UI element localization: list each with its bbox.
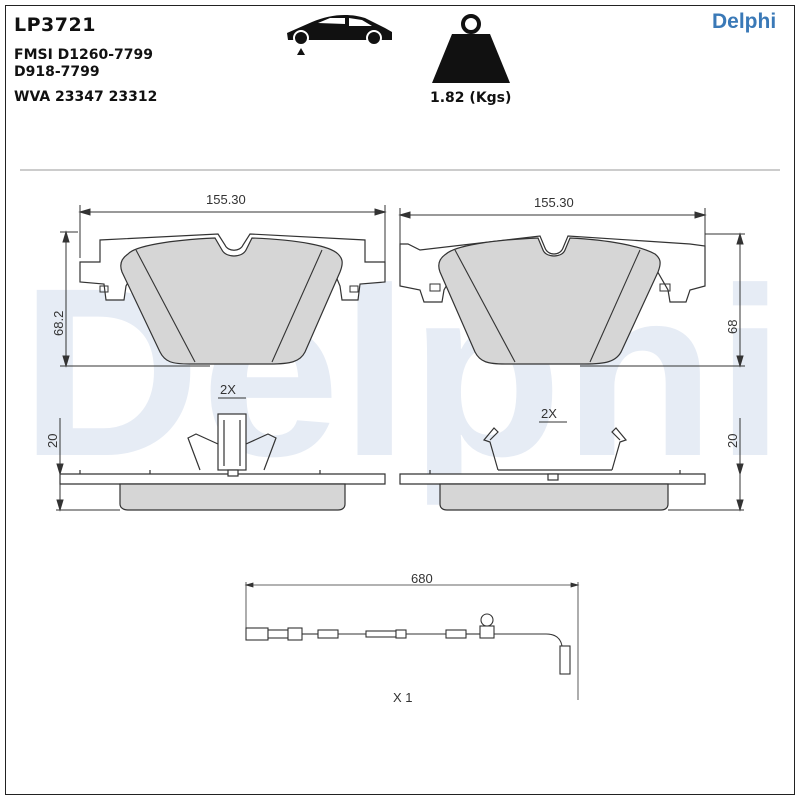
right-pad-height-label: 68 <box>725 320 740 334</box>
right-pad-thickness-label: 20 <box>725 434 740 448</box>
left-pad-thickness-label: 20 <box>45 434 60 448</box>
left-pad-thickness-dimension <box>56 418 120 512</box>
right-pad-width-label: 155.30 <box>534 195 574 210</box>
left-pad-height-label: 68.2 <box>51 311 66 336</box>
right-pad-quantity-label: 2X <box>541 406 557 421</box>
left-pad-height-dimension <box>60 230 210 368</box>
fmsi-number-alt: D918-7799 <box>14 64 100 80</box>
car-icon <box>287 14 392 55</box>
left-pad-friction-material <box>120 237 343 365</box>
wva-number: WVA 23347 23312 <box>14 89 158 105</box>
left-pad-side-view <box>59 413 386 511</box>
left-pad-width-label: 155.30 <box>206 192 246 207</box>
wear-sensor-length-label: 680 <box>411 571 433 586</box>
wear-sensor-length-dimension <box>244 582 580 700</box>
weight-icon <box>432 14 510 83</box>
weight-label: 1.82 (Kgs) <box>430 90 512 106</box>
brand-logo: Delphi <box>712 10 777 33</box>
drawing-frame <box>5 5 795 795</box>
fmsi-number: FMSI D1260-7799 <box>14 47 154 63</box>
right-pad-friction-material <box>438 237 661 365</box>
left-pad-width-dimension <box>78 205 387 262</box>
part-code: LP3721 <box>14 14 96 36</box>
wear-sensor-cable <box>245 613 571 675</box>
wear-sensor-quantity-label: X 1 <box>393 690 413 705</box>
left-pad-quantity-label: 2X <box>220 382 236 397</box>
right-pad-side-view <box>399 427 706 511</box>
right-pad-height-dimension <box>580 232 745 368</box>
right-pad-thickness-dimension <box>668 418 744 512</box>
